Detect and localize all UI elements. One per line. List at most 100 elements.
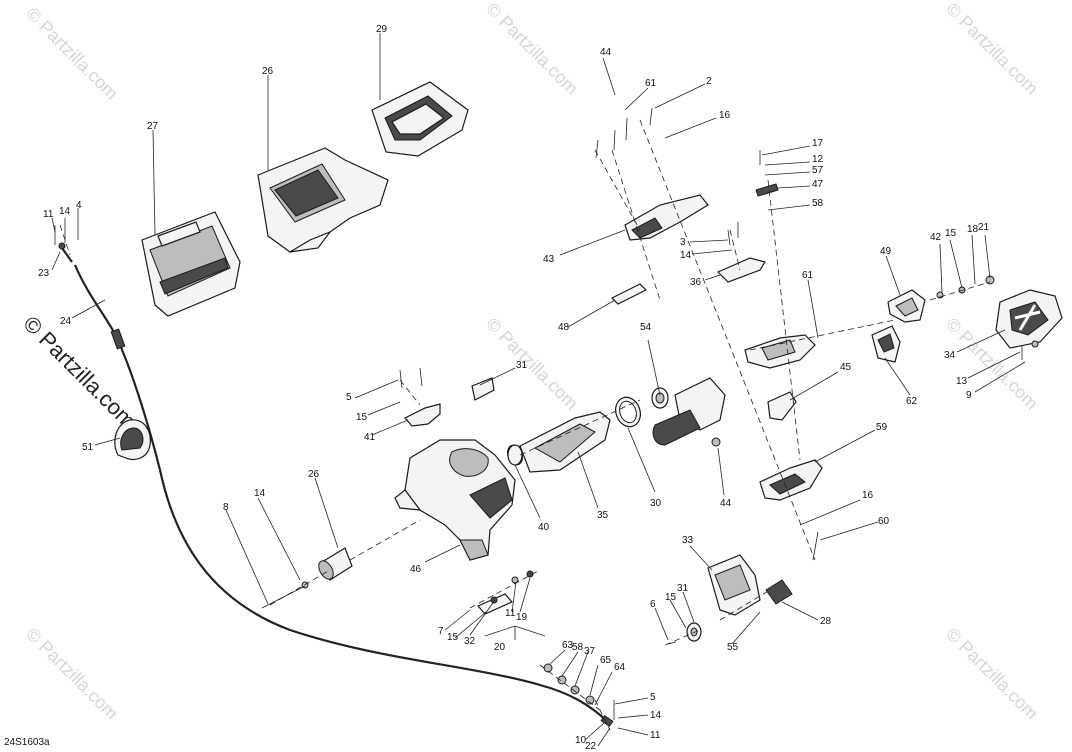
diagram-code: 24S1603a [4,737,50,748]
callout-21: 21 [978,222,990,233]
callout-15: 14 [254,488,266,499]
watermark: © Partzilla.com [22,624,122,724]
leader-lines [51,33,1026,747]
part-49-lever [755,183,779,197]
callout-2: 2 [706,76,712,87]
callout-23: 23 [38,268,50,279]
callout-14: 14 [650,710,662,721]
callout-50: 48 [558,322,570,333]
part-55-bushing [651,387,669,409]
callout-11: 11 [43,209,54,220]
part-47-bracket [767,391,797,421]
callout-45: 43 [543,254,555,265]
part-29-switch [765,579,793,605]
callout-5: 5 [346,392,352,403]
part-33-clip [471,377,495,401]
part-45-bracket [624,194,709,241]
callout-20: 20 [494,642,506,653]
callout-15: 15 [356,412,368,423]
callout-22: 22 [585,741,597,752]
callout-24: 24 [60,316,72,327]
part-handlebar-grip [652,377,726,447]
callout-63: 62 [906,396,918,407]
callout-16: 16 [862,490,874,501]
bolts [54,107,1023,720]
callout-13: 13 [956,376,968,387]
callout-33: 31 [516,360,528,371]
callout-42: 41 [364,432,376,443]
callout-17: 17 [812,138,824,149]
callout-59: 58 [812,198,824,209]
callout-30: 29 [376,24,388,35]
watermark-main: © Partzilla.com [18,311,141,434]
callout-62: 61 [802,270,814,281]
callout-32: 30 [650,498,662,509]
callout-46: 44 [600,47,612,58]
callout-labels: 29 26 27 11 14 4 23 24 51 44 61 2 16 17 … [4,24,990,752]
part-36-hand-guard [995,289,1063,349]
part-50-lever [610,283,648,305]
callout-15: 15 [447,632,459,643]
callout-51: 49 [880,246,892,257]
callout-5: 5 [650,692,656,703]
callout-4: 4 [76,200,82,211]
callout-47: 45 [840,362,852,373]
part-41-boot [507,444,523,466]
callout-16: 16 [719,110,731,121]
callout-57: 55 [727,642,739,653]
callout-28: 27 [147,121,159,132]
part-63-cover [871,325,901,363]
callout-35: 33 [682,535,694,546]
callout-55: 54 [640,322,652,333]
callout-43: 42 [930,232,942,243]
part-30-bezel [371,81,469,157]
callout-59: 57 [812,165,824,176]
part-42-clamp [404,403,441,427]
throttle-cable [58,242,614,728]
callout-11: 11 [505,608,516,619]
part-38-clamp [716,257,766,283]
callout-10: 10 [575,735,587,746]
callout-27: 26 [262,66,274,77]
part-27-upper-housing [257,147,389,253]
part-32-ring [615,396,641,428]
callout-3: 3 [680,237,686,248]
callout-14: 14 [59,206,71,217]
callout-34: 32 [464,636,476,647]
callout-9: 9 [966,390,972,401]
callout-8: 8 [223,502,229,513]
callout-7: 7 [438,626,444,637]
callout-41: 40 [538,522,550,533]
part-48-steering-housing [394,439,516,561]
part-26-boot [318,547,353,581]
watermark-layer: © Partzilla.com © Partzilla.com © Partzi… [18,0,1042,724]
part-28-console-tray [141,211,241,317]
callout-18: 18 [967,224,979,235]
callout-26: 26 [308,469,320,480]
part-62-shaft-assembly [744,334,816,369]
callout-6: 6 [650,599,656,610]
callout-61: 60 [878,516,890,527]
callout-37: 35 [597,510,609,521]
part-60-bracket [759,459,823,501]
callout-15: 15 [945,228,957,239]
callout-31: 31 [677,583,689,594]
assembly-lines [59,119,991,731]
callout-29: 28 [820,616,832,627]
callout-58: 58 [572,642,584,653]
callout-48: 46 [410,564,422,575]
callout-64: 63 [562,640,574,651]
callout-15: 15 [665,592,677,603]
watermark: © Partzilla.com [942,624,1042,724]
part-51-grip [887,289,926,323]
part-31-knob [686,622,702,642]
callout-36: 34 [944,350,956,361]
callout-61: 61 [645,78,657,89]
callout-44: 44 [720,498,732,509]
callout-49: 47 [812,179,824,190]
watermark: © Partzilla.com [22,4,122,104]
callout-54: 51 [82,442,94,453]
callout-60: 59 [876,422,888,433]
callout-65: 64 [614,662,626,673]
callout-14: 14 [680,250,692,261]
